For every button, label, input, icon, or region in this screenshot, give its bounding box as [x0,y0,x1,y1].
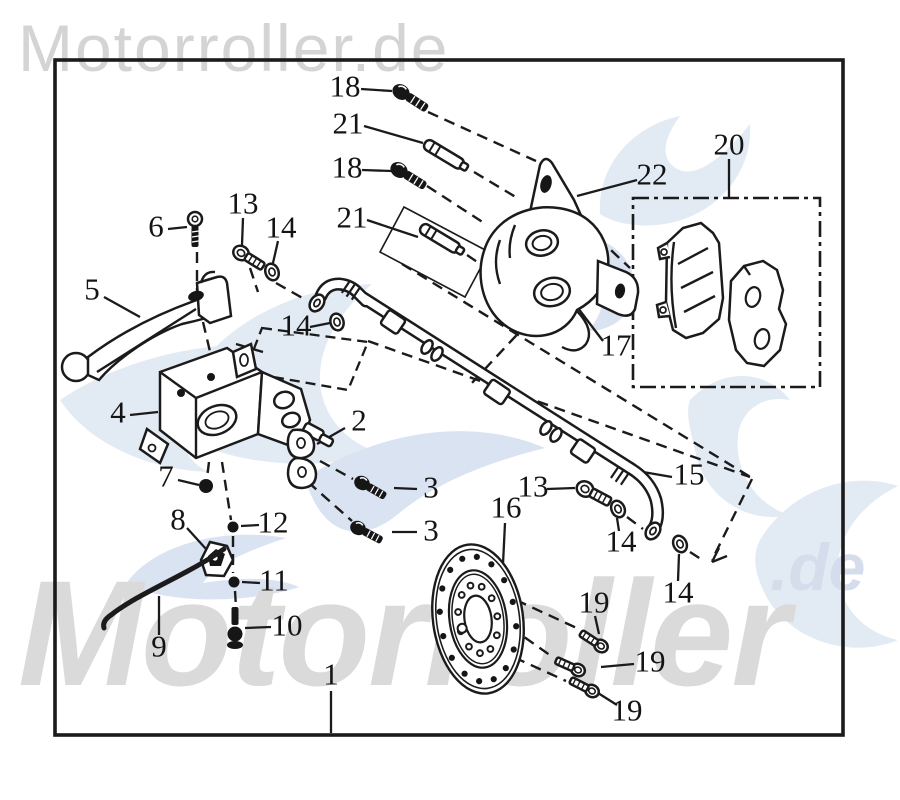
brake-lever [60,270,233,383]
watermark-top: Motorroller.de [18,11,450,85]
cable-guide-9 [101,546,227,631]
caliper-bolt-18a [392,84,429,112]
brake-pads [655,221,788,368]
disc-bolt-19a [578,629,609,654]
handlebar-clamp [286,428,318,490]
ball-12 [227,521,239,533]
caliper-pin-21b [418,222,466,256]
ball-11 [228,576,240,588]
disc-bolt-19b [554,656,587,678]
clamp-bolt-3a [354,475,387,500]
clamp-bolt-3b [350,520,383,544]
banjo-bolt-13b [575,480,613,507]
sealing-washer-14c [609,499,627,519]
brake-disc [431,543,525,695]
brake-hose [308,277,665,541]
group-box-brake-pads [631,196,822,389]
disc-inner-holes [454,581,502,658]
watermark-bottom: Motorroller [18,549,790,717]
adjuster-bolt-10 [227,607,243,649]
group-box-pin [378,205,491,299]
sealing-washer-14d [671,534,689,554]
sealing-washer-14b [329,312,345,332]
pivot-nut-7 [199,479,213,493]
sealing-washer-14a [263,262,281,282]
disc-bolt-19c [568,676,601,699]
callout-leader-lines [103,87,731,733]
disc-outer-holes [436,553,520,685]
caliper-pin-21a [422,138,470,172]
brake-caliper [479,157,640,352]
master-cylinder [138,342,335,465]
diagram-frame [53,58,845,737]
lever-bolt-6 [186,210,204,247]
caliper-bolt-18b [390,162,427,190]
banjo-bolt-13a [232,244,266,271]
watermark-bottom-de: .de [770,530,866,604]
